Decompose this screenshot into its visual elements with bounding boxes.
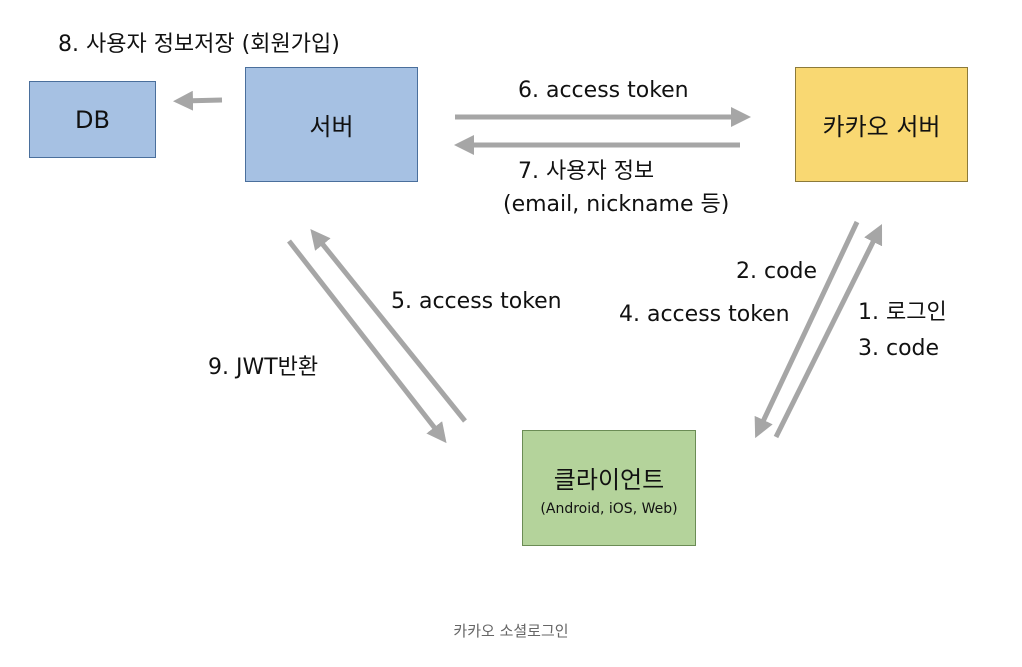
step2-code-label: 2. code [736, 259, 818, 284]
arrow-server-to-client [287, 239, 447, 444]
figure-caption: 카카오 소셜로그인 [453, 622, 569, 640]
server-box-label: 서버 [309, 113, 354, 141]
arrow-client-to-kakao [773, 223, 883, 439]
step8-save-label: 8. 사용자 정보저장 (회원가입) [58, 32, 340, 57]
step4-access-token-label: 4. access token [619, 302, 790, 327]
arrow-kakao-to-client [754, 220, 860, 439]
arrow-client-to-server [310, 228, 467, 423]
step5-access-token-label: 5. access token [391, 289, 562, 314]
step6-access-token-label: 6. access token [518, 78, 689, 103]
step9-jwt-label: 9. JWT반환 [208, 355, 319, 380]
client-platforms-label: (Android, iOS, Web) [540, 500, 678, 517]
server-box: 서버 [245, 67, 418, 182]
db-box: DB [29, 81, 156, 158]
step7-user-info-label: 7. 사용자 정보 [518, 159, 655, 184]
kakao-server-box-label: 카카오 서버 [822, 113, 941, 141]
arrow-server-to-db [173, 90, 223, 111]
step1-login-label: 1. 로그인 [858, 300, 947, 325]
step7-user-info-detail-label: (email, nickname 등) [503, 192, 730, 217]
client-box-label: 클라이언트 [553, 465, 665, 494]
step3-code-label: 3. code [858, 336, 940, 361]
db-box-label: DB [75, 105, 110, 134]
kakao-server-box: 카카오 서버 [795, 67, 968, 182]
client-box: 클라이언트 (Android, iOS, Web) [522, 430, 696, 546]
